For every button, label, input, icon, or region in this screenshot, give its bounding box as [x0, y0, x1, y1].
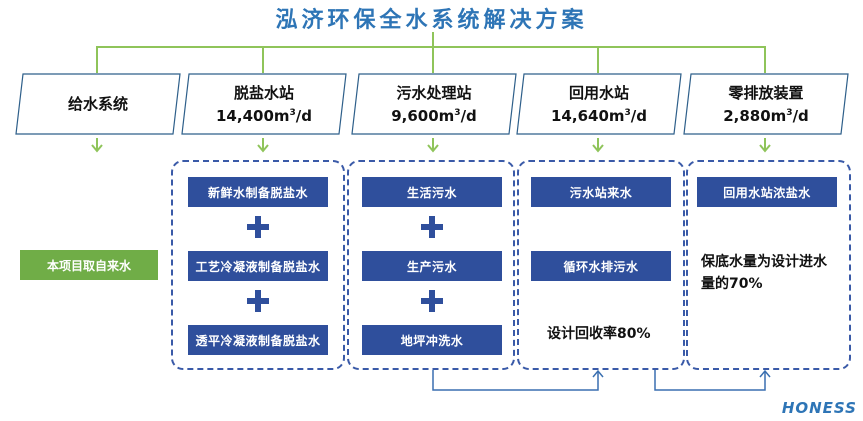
plus-icon — [247, 216, 269, 238]
plus-icon — [247, 290, 269, 312]
system-name: 回用水站 — [568, 83, 629, 102]
desalination-item: 透平冷凝液制备脱盐水 — [188, 325, 328, 355]
system-header-desalination: 脱盐水站 14,400m3/d — [181, 73, 347, 135]
wastewater-item: 地坪冲洗水 — [362, 325, 502, 355]
reuse-group — [517, 160, 685, 370]
plus-icon — [421, 216, 443, 238]
reuse-recovery-note: 设计回收率80% — [547, 326, 651, 342]
desalination-item: 工艺冷凝液制备脱盐水 — [188, 251, 328, 281]
system-header-water-supply: 给水系统 — [15, 73, 181, 135]
wastewater-group — [347, 160, 515, 370]
zld-group — [686, 160, 851, 370]
zld-item: 回用水站浓盐水 — [697, 177, 837, 207]
system-capacity: 14,400m3/d — [216, 106, 312, 125]
wastewater-item: 生产污水 — [362, 251, 502, 281]
system-capacity: 2,880m3/d — [723, 106, 809, 125]
water-supply-note: 本项目取自来水 — [20, 250, 158, 280]
system-name: 零排放装置 — [728, 83, 804, 102]
reuse-item: 污水站来水 — [531, 177, 671, 207]
wastewater-item: 生活污水 — [362, 177, 502, 207]
system-header-reuse: 回用水站 14,640m3/d — [516, 73, 682, 135]
system-header-zld: 零排放装置 2,880m3/d — [683, 73, 849, 135]
system-name: 脱盐水站 — [233, 83, 294, 102]
system-name: 给水系统 — [67, 95, 128, 113]
page-title: 泓济环保全水系统解决方案 — [275, 8, 588, 33]
system-header-wastewater: 污水处理站 9,600m3/d — [351, 73, 517, 135]
zld-note: 保底水量为设计进水量的70% — [701, 254, 827, 292]
system-name: 污水处理站 — [396, 83, 472, 102]
desalination-group — [171, 160, 345, 370]
system-capacity: 14,640m3/d — [551, 106, 647, 125]
plus-icon — [421, 290, 443, 312]
reuse-item: 循环水排污水 — [531, 251, 671, 281]
system-capacity: 9,600m3/d — [391, 106, 477, 125]
honess-logo: HONESS — [781, 399, 857, 417]
desalination-item: 新鲜水制备脱盐水 — [188, 177, 328, 207]
